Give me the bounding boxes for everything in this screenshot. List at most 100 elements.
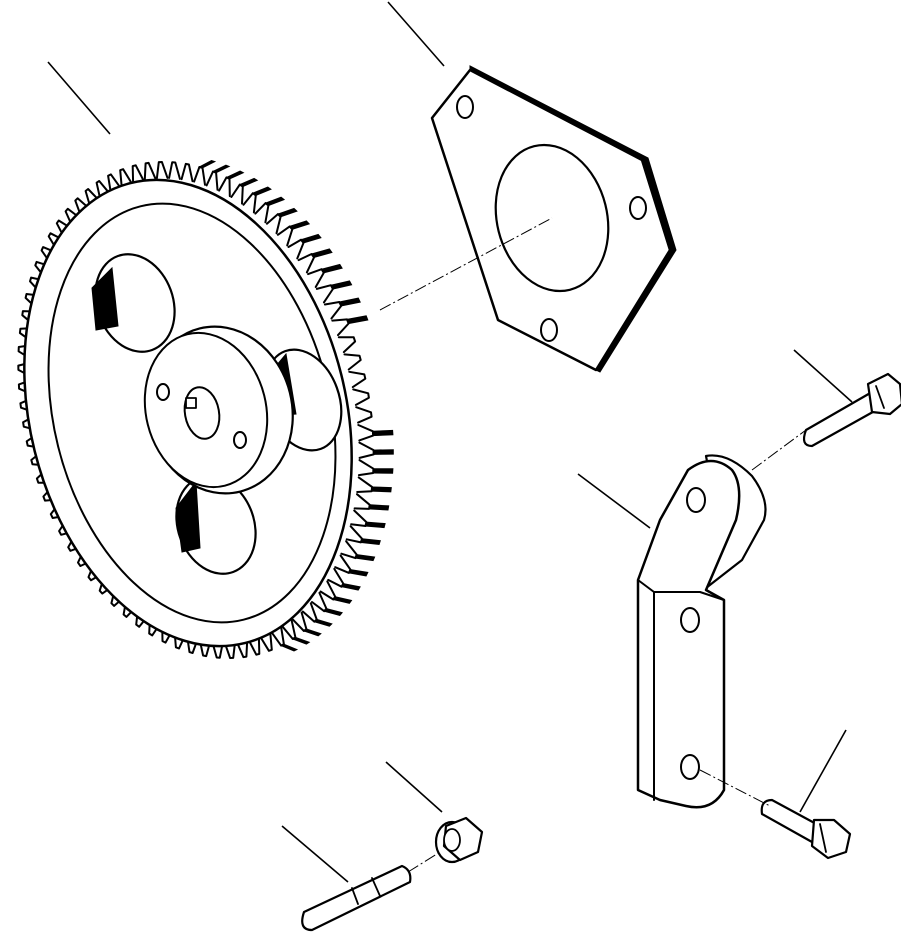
leader-lines: [47, 1, 853, 883]
gear-tooth-side: [302, 628, 322, 637]
bracket-lower-bolt[interactable]: [760, 798, 852, 860]
gear-tooth-side: [264, 196, 286, 207]
gasket-hole-right: [629, 196, 647, 220]
gear-tooth-side: [364, 521, 386, 529]
gear-tooth-side: [348, 569, 369, 577]
gear-lightening-hole-bottom: [175, 475, 257, 575]
gear[interactable]: [0, 145, 399, 681]
bracket-hole-middle: [680, 607, 700, 633]
gear-tooth: [345, 525, 363, 544]
gear-tooth: [287, 238, 305, 260]
gear-tooth-side: [238, 177, 259, 188]
gear-tooth: [223, 640, 237, 659]
gear-tooth-side: [211, 164, 231, 174]
gear-tooth: [230, 183, 244, 205]
gear-tooth: [235, 639, 249, 659]
centerlines: [379, 217, 807, 873]
leader-stud: [281, 825, 349, 883]
leader-gear: [47, 61, 111, 135]
leader-gasket: [387, 1, 445, 67]
gear-tooth: [353, 493, 371, 510]
gear-tooth: [211, 640, 224, 659]
gear-tooth-side: [300, 233, 322, 244]
gear-tooth-side: [340, 583, 361, 591]
bracket-upper-bolt[interactable]: [802, 372, 901, 448]
gear-tooth: [95, 180, 111, 201]
gear-tooth-side: [372, 429, 394, 437]
support-bracket[interactable]: [636, 454, 767, 809]
gear-tooth-side: [360, 538, 381, 546]
gear-tooth-side: [332, 596, 353, 604]
gear-tooth: [143, 161, 157, 181]
gear-tooth: [193, 166, 206, 186]
leader-bracket: [577, 473, 651, 529]
gear-tooth: [168, 161, 181, 180]
gear-tooth: [119, 168, 133, 188]
gear-tooth-side: [373, 449, 394, 455]
gear-tooth: [265, 213, 282, 235]
gear-tooth-side: [372, 468, 394, 474]
gear-tooth: [319, 580, 337, 601]
gear-tooth-side: [251, 186, 272, 196]
leader-lower-bolt: [799, 729, 847, 813]
gear-tooth: [297, 253, 315, 274]
gear-tooth: [327, 567, 345, 588]
gear-tooth: [323, 301, 343, 320]
stud[interactable]: [301, 864, 412, 932]
gear-tooth: [315, 284, 334, 304]
gear-tooth: [47, 232, 65, 253]
bracket-hole-bottom: [680, 754, 700, 780]
gear-tooth: [352, 388, 370, 406]
gear-tooth: [334, 554, 352, 574]
gear-tooth: [186, 634, 199, 654]
gear-tooth: [311, 591, 328, 613]
gear-tooth: [343, 353, 362, 371]
gear-tooth-side: [338, 297, 361, 307]
gear-teeth: [17, 160, 394, 659]
gear-tooth-side: [354, 554, 376, 562]
gear-tooth: [247, 636, 261, 656]
gear-tooth: [337, 336, 357, 354]
gear-tooth: [259, 632, 273, 652]
gear-tooth-side: [371, 486, 392, 493]
gear-tooth: [355, 406, 373, 424]
flange-nut[interactable]: [434, 816, 484, 864]
gear-tooth: [64, 207, 81, 229]
gasket[interactable]: [430, 65, 677, 373]
gear-tooth: [107, 173, 122, 194]
leader-upper-bolt: [793, 349, 853, 403]
gear-tooth-side: [330, 280, 353, 290]
gear-tooth-side: [346, 315, 369, 325]
gear-tooth: [357, 424, 375, 442]
gear-tooth: [155, 161, 169, 180]
bracket-hole-top: [686, 487, 706, 513]
gasket-hole-top: [456, 95, 474, 119]
gasket-hole-bottom: [540, 318, 558, 342]
gear-tooth: [218, 176, 231, 198]
gear-tooth-side: [288, 220, 311, 230]
gear-tooth: [350, 509, 368, 527]
gear-tooth-side: [276, 207, 298, 218]
gear-tooth: [307, 268, 325, 288]
gear-tooth: [74, 197, 91, 218]
gear-tooth: [205, 170, 219, 191]
gear-tooth: [55, 219, 73, 240]
gear-tooth-side: [323, 608, 343, 616]
gear-tooth: [356, 476, 374, 493]
gear-tooth-side: [313, 618, 333, 627]
gear-hub: [143, 325, 294, 495]
gear-tooth-side: [198, 160, 217, 169]
gear-tooth-side: [279, 643, 299, 652]
gear-tooth: [180, 162, 194, 183]
gear-tooth: [131, 164, 145, 184]
gear-tooth: [254, 202, 270, 224]
gear-tooth: [84, 188, 100, 209]
gear-tooth-side: [291, 636, 311, 645]
gear-tooth: [357, 459, 375, 477]
gear-tooth: [198, 637, 212, 658]
gear-tooth-side: [368, 504, 390, 511]
gear-tooth: [348, 370, 367, 389]
gear-tooth: [331, 318, 350, 337]
leader-nut: [385, 761, 443, 813]
